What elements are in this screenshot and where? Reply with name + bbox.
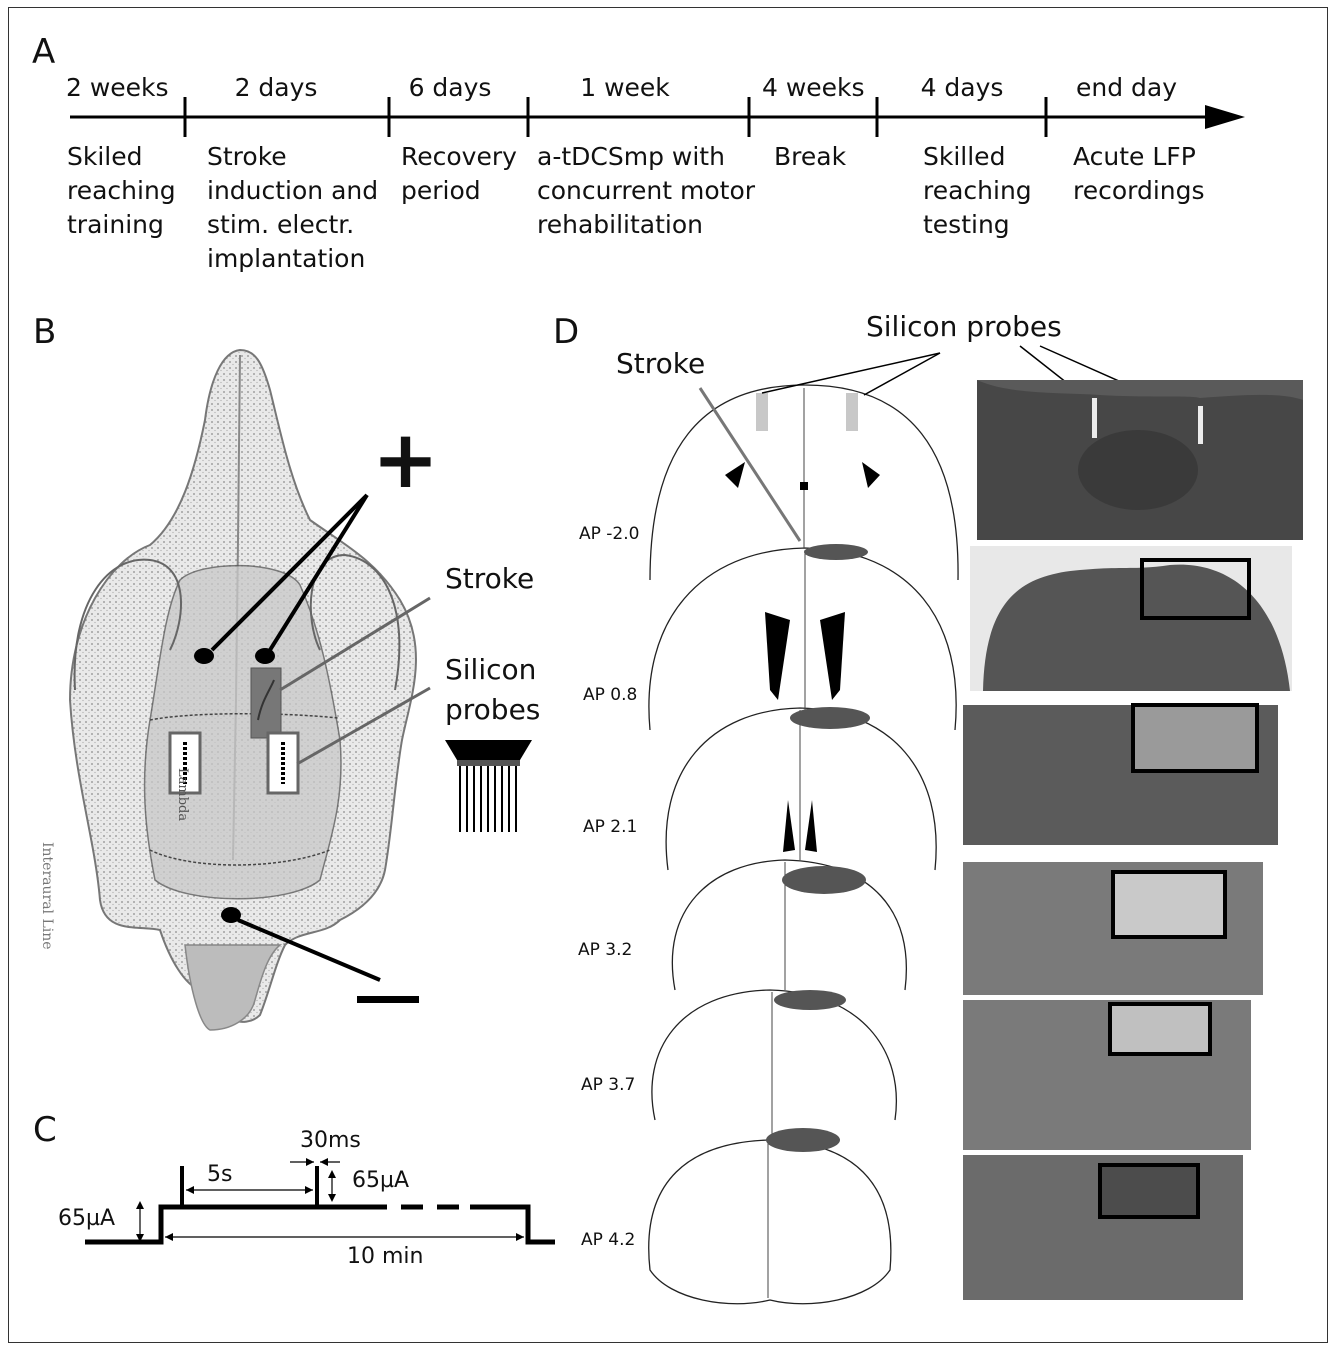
panel-label-c: C xyxy=(33,1110,57,1150)
stroke-label: Stroke xyxy=(445,562,534,595)
panel-label-b: B xyxy=(33,312,56,352)
probes-label-d: Silicon probes xyxy=(866,310,1062,343)
duration-label: 10 min xyxy=(347,1244,423,1269)
stroke-label-d: Stroke xyxy=(616,347,705,380)
pulse-amp-label: 65µA xyxy=(352,1168,409,1193)
duration-label: 1 week xyxy=(575,73,675,102)
duration-label: 6 days xyxy=(400,73,500,102)
ap-label: AP 3.7 xyxy=(581,1075,635,1095)
ap-label: AP 0.8 xyxy=(583,685,637,705)
probes-label: Silicon probes xyxy=(445,650,540,730)
pulse-width-label: 30ms xyxy=(300,1128,361,1153)
interaural-label: Interaural Line xyxy=(39,842,55,950)
phase-label: Break xyxy=(774,140,846,174)
phase-label: Stroke induction and stim. electr. impla… xyxy=(207,140,378,276)
plus-sign: + xyxy=(372,420,439,500)
ap-label: AP -2.0 xyxy=(579,524,639,544)
ap-label: AP 2.1 xyxy=(583,817,637,837)
duration-label: 2 weeks xyxy=(66,73,166,102)
ap-label: AP 4.2 xyxy=(581,1230,635,1250)
duration-label: 4 days xyxy=(912,73,1012,102)
phase-label: Skilled reaching testing xyxy=(923,140,1032,242)
timeline-arrowhead xyxy=(1205,105,1245,129)
duration-label: 2 days xyxy=(226,73,326,102)
duration-label: end day xyxy=(1076,73,1176,102)
interval-label: 5s xyxy=(207,1162,232,1187)
panel-label-d: D xyxy=(553,312,579,352)
phase-label: a-tDCSmp with concurrent motor rehabilit… xyxy=(537,140,755,242)
phase-label: Skiled reaching training xyxy=(67,140,176,242)
base-amp-label: 65µA xyxy=(58,1206,115,1231)
phase-label: Recovery period xyxy=(401,140,517,208)
phase-label: Acute LFP recordings xyxy=(1073,140,1205,208)
ap-label: AP 3.2 xyxy=(578,940,632,960)
duration-label: 4 weeks xyxy=(762,73,862,102)
lambda-label: Lambda xyxy=(175,768,190,821)
